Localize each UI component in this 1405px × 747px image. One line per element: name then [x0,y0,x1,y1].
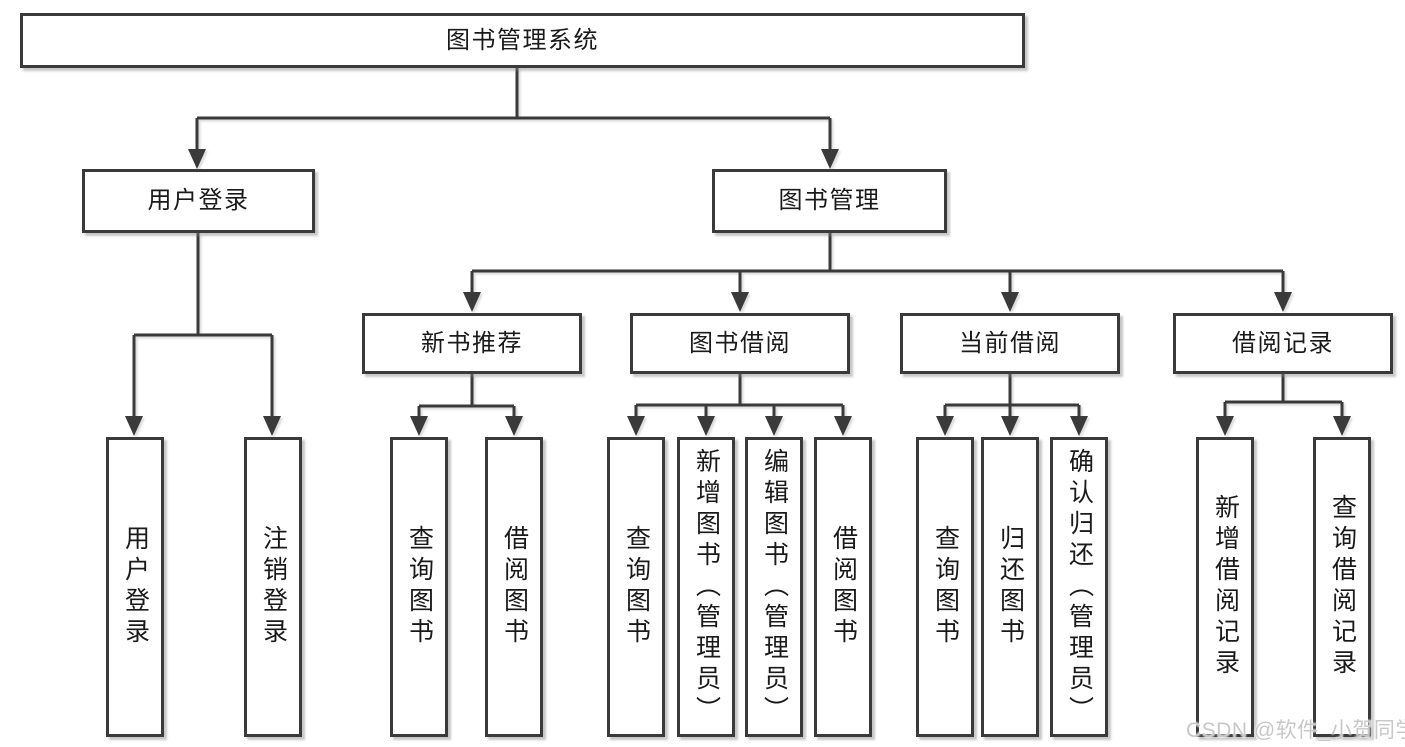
csdn-watermark: CSDN @软件_小贺同学 [1186,719,1405,742]
leaf-query-books-recommend: 查询图书 [390,437,448,737]
leaf-user-login: 用户登录 [106,437,164,737]
leaf-user-login-label: 用户登录 [121,525,150,649]
leaf-add-books-admin: 新增图书（管理员） [677,437,735,737]
node-new-book-recommendation-label: 新书推荐 [421,329,523,357]
leaf-query-books-borrowing: 查询图书 [607,437,665,737]
node-borrowing-records: 借阅记录 [1173,313,1393,374]
leaf-query-books-borrowing-label: 查询图书 [622,525,651,649]
leaf-borrow-books-recommend-label: 借阅图书 [500,525,529,649]
node-book-borrowing: 图书借阅 [630,313,850,374]
node-book-borrowing-label: 图书借阅 [689,329,791,357]
node-library-system-root-label: 图书管理系统 [446,26,599,54]
leaf-logout: 注销登录 [244,437,302,737]
leaf-return-books: 归还图书 [981,437,1039,737]
node-borrowing-records-label: 借阅记录 [1232,329,1334,357]
leaf-query-books-current-label: 查询图书 [931,525,960,649]
node-user-login: 用户登录 [82,169,315,233]
node-current-borrowing-label: 当前借阅 [959,329,1061,357]
leaf-add-books-admin-label: 新增图书（管理员） [692,447,721,727]
node-book-management-label: 图书管理 [778,187,881,214]
leaf-borrow-books-label: 借阅图书 [829,525,858,649]
leaf-add-borrow-record-label: 新增借阅记录 [1211,494,1240,680]
node-library-system-root: 图书管理系统 [20,13,1025,68]
node-new-book-recommendation: 新书推荐 [362,313,582,374]
leaf-return-books-label: 归还图书 [996,525,1025,649]
arrowhead-triangles [125,149,1351,436]
leaf-edit-books-admin: 编辑图书（管理员） [745,437,803,737]
node-current-borrowing: 当前借阅 [900,313,1120,374]
leaf-borrow-books: 借阅图书 [814,437,872,737]
node-user-login-label: 用户登录 [147,187,250,214]
leaf-logout-label: 注销登录 [259,525,288,649]
leaf-edit-books-admin-label: 编辑图书（管理员） [760,447,789,727]
leaf-query-borrow-record: 查询借阅记录 [1313,437,1371,737]
leaf-query-books-recommend-label: 查询图书 [405,525,434,649]
leaf-add-borrow-record: 新增借阅记录 [1196,437,1254,737]
leaf-query-borrow-record-label: 查询借阅记录 [1328,494,1357,680]
node-book-management: 图书管理 [712,169,947,233]
leaf-confirm-return-admin: 确认归还（管理员） [1050,437,1108,737]
leaf-query-books-current: 查询图书 [916,437,974,737]
leaf-borrow-books-recommend: 借阅图书 [485,437,543,737]
leaf-confirm-return-admin-label: 确认归还（管理员） [1065,447,1094,727]
connector-lines [132,68,1344,422]
